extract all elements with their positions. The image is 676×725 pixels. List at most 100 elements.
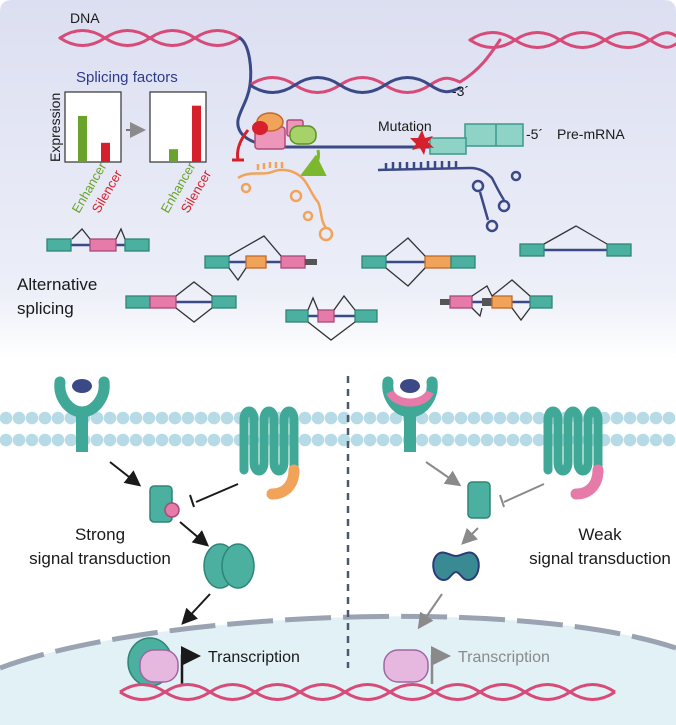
lipid-head	[168, 433, 182, 447]
lipid-head	[454, 411, 468, 425]
five-prime-label: -5´	[526, 126, 543, 142]
lipid-head	[480, 433, 494, 447]
lipid-head	[168, 411, 182, 425]
lipid-head	[662, 433, 676, 447]
lipid-head	[389, 433, 403, 447]
alternative-splicing-line2: splicing	[17, 299, 74, 318]
lipid-head	[506, 411, 520, 425]
lipid-head	[181, 433, 195, 447]
transcription-factor-left	[127, 637, 179, 687]
alternative-splicing-line1: Alternative	[17, 275, 97, 294]
lipid-head	[480, 411, 494, 425]
dimer-right	[432, 551, 480, 582]
splicing-isoforms	[46, 225, 632, 341]
weak-label-line2: signal transduction	[529, 549, 671, 568]
lipid-head	[636, 433, 650, 447]
lipid-head	[0, 411, 13, 425]
lipid-head	[298, 433, 312, 447]
lipid-head	[25, 411, 39, 425]
lipid-head	[90, 411, 104, 425]
lipid-head	[493, 433, 507, 447]
lipid-head	[311, 433, 325, 447]
lipid-head	[441, 411, 455, 425]
lipid-head	[142, 433, 156, 447]
transcription-label-left: Transcription	[208, 649, 300, 666]
kinase-left	[149, 485, 180, 523]
lipid-head	[311, 411, 325, 425]
lipid-head	[467, 411, 481, 425]
lipid-head	[0, 433, 13, 447]
bar-enhancer-after	[169, 149, 178, 162]
transcription-label-right: Transcription	[458, 649, 550, 666]
mutation-star-icon	[410, 130, 434, 155]
dimer-left	[203, 543, 255, 589]
lipid-head	[64, 433, 78, 447]
lipid-head	[38, 411, 52, 425]
pre-mrna-exons	[429, 123, 524, 155]
lipid-head	[194, 411, 208, 425]
bar-silencer-before	[101, 142, 110, 162]
lipid-head	[324, 411, 338, 425]
lipid-head	[90, 433, 104, 447]
lipid-head	[155, 411, 169, 425]
splicing-panel: DNA -3´ -5´ Pre-mRNA Mutation	[0, 0, 676, 360]
isoform-2	[204, 235, 317, 282]
bar-chart-after	[149, 91, 207, 163]
lipid-head	[116, 433, 130, 447]
lipid-head	[636, 411, 650, 425]
lipid-head	[38, 433, 52, 447]
dna-label: DNA	[70, 10, 100, 26]
lipid-head	[649, 433, 663, 447]
strong-label-line1: Strong	[75, 525, 125, 544]
lipid-head	[298, 411, 312, 425]
lipid-head	[519, 411, 533, 425]
weak-label-line1: Weak	[578, 525, 622, 544]
isoform-3	[361, 237, 476, 287]
isoform-5	[125, 281, 237, 323]
spliceosome-complex	[232, 112, 327, 177]
receptor-left	[54, 376, 110, 452]
navy-rna	[377, 161, 522, 233]
lipid-head	[51, 433, 65, 447]
lipid-head	[12, 411, 26, 425]
bar-enhancer-before	[78, 115, 87, 162]
receptor-right	[382, 376, 438, 452]
lipid-head	[376, 433, 390, 447]
lipid-head	[142, 411, 156, 425]
lipid-head	[493, 411, 507, 425]
lipid-head	[610, 433, 624, 447]
lipid-head	[428, 433, 442, 447]
promoter-arrow-left	[180, 646, 201, 684]
lipid-head	[662, 411, 676, 425]
lipid-head	[519, 433, 533, 447]
isoform-4	[519, 225, 632, 257]
lipid-head	[623, 411, 637, 425]
lipid-head	[220, 433, 234, 447]
lipid-head	[220, 411, 234, 425]
lipid-head	[441, 433, 455, 447]
lipid-head	[324, 433, 338, 447]
isoform-6	[285, 294, 378, 341]
splicing-factors-title: Splicing factors	[76, 69, 178, 86]
lipid-head	[532, 433, 546, 447]
lipid-head	[12, 433, 26, 447]
lipid-head	[207, 433, 221, 447]
lipid-head	[428, 411, 442, 425]
lipid-head	[116, 411, 130, 425]
signal-arrows-right	[417, 461, 545, 630]
mutation-label: Mutation	[378, 118, 432, 134]
lipid-head	[207, 411, 221, 425]
lipid-head	[103, 433, 117, 447]
gpcr-left	[239, 406, 300, 500]
promoter-arrow-right	[430, 646, 451, 684]
lipid-head	[376, 411, 390, 425]
lipid-head	[649, 411, 663, 425]
lipid-head	[350, 433, 364, 447]
lipid-head	[532, 411, 546, 425]
pre-mrna-label: Pre-mRNA	[557, 126, 625, 142]
lipid-head	[506, 433, 520, 447]
lipid-head	[129, 411, 143, 425]
isoform-7	[440, 279, 553, 322]
gpcr-right	[543, 406, 604, 500]
